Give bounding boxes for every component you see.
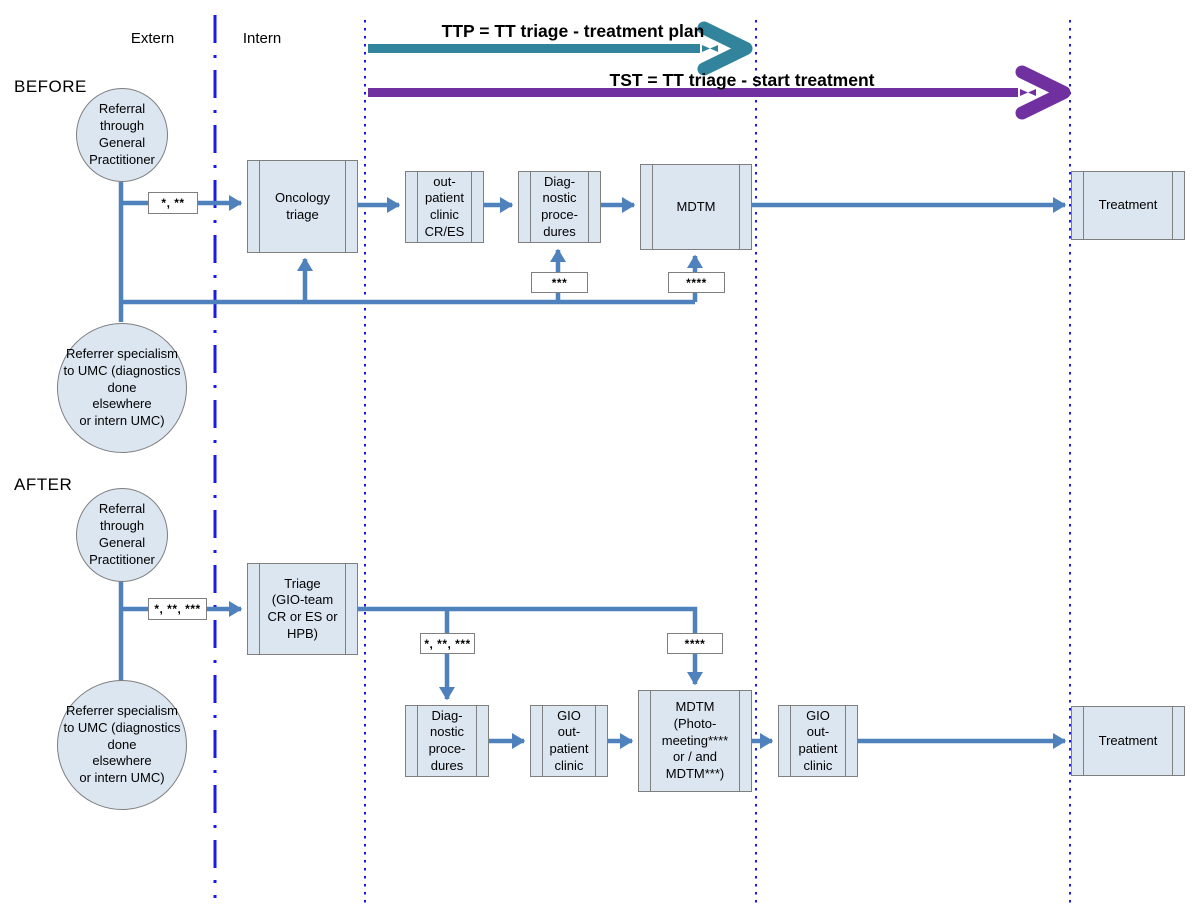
after-mdtm-note-label: **** bbox=[684, 636, 706, 651]
after-step-mdtm: MDTM (Photo- meeting**** or / and MDTM**… bbox=[638, 690, 752, 792]
tst-arrow-cap-icon bbox=[1020, 89, 1036, 96]
after-step-gio-outpatient-2-label: GIO out- patient clinic bbox=[798, 707, 838, 773]
before-referral-note: *, ** bbox=[148, 192, 198, 214]
after-diagnostics-note: *, **, *** bbox=[420, 633, 475, 654]
before-referral-note-label: *, ** bbox=[161, 196, 185, 210]
after-step-gio-outpatient-1: GIO out- patient clinic bbox=[530, 705, 608, 777]
after-referral-note: *, **, *** bbox=[148, 598, 207, 620]
after-step-gio-outpatient-2: GIO out- patient clinic bbox=[778, 705, 858, 777]
after-referral-gp-circle: Referral through General Practitioner bbox=[76, 488, 168, 582]
before-step-outpatient-clinic-label: out- patient clinic CR/ES bbox=[424, 173, 465, 239]
before-step-outpatient-clinic: out- patient clinic CR/ES bbox=[405, 171, 484, 243]
after-triage-to-mdtm-arrow bbox=[358, 606, 704, 686]
after-mdtm-note: **** bbox=[667, 633, 723, 654]
after-step-treatment: Treatment bbox=[1071, 706, 1185, 776]
before-referrer-specialism-label: Referrer specialism to UMC (diagnostics … bbox=[63, 345, 181, 429]
before-section-title: BEFORE bbox=[14, 77, 87, 96]
tst-timeline-title: TST = TT triage - start treatment bbox=[609, 70, 875, 90]
before-diagnostics-note-label: *** bbox=[551, 275, 568, 290]
after-step-mdtm-label: MDTM (Photo- meeting**** or / and MDTM**… bbox=[661, 699, 729, 781]
after-step-treatment-label: Treatment bbox=[1098, 732, 1158, 748]
after-step-diagnostic-procedures: Diag- nostic proce- dures bbox=[405, 705, 489, 777]
before-step-mdtm: MDTM bbox=[640, 164, 752, 250]
before-step-mdtm-label: MDTM bbox=[676, 198, 716, 214]
before-mdtm-note: **** bbox=[668, 272, 725, 293]
ttp-arrow-cap-icon bbox=[702, 45, 718, 52]
after-connectors bbox=[118, 580, 1067, 750]
before-mdtm-note-label: **** bbox=[686, 275, 707, 290]
before-referrer-specialism-circle: Referrer specialism to UMC (diagnostics … bbox=[57, 323, 187, 453]
after-diagnostics-note-label: *, **, *** bbox=[424, 636, 471, 651]
after-section-title: AFTER bbox=[14, 475, 73, 494]
after-referrer-specialism-label: Referrer specialism to UMC (diagnostics … bbox=[63, 702, 181, 786]
before-referral-gp-label: Referral through General Practitioner bbox=[89, 101, 155, 167]
before-step-oncology-triage-label: Oncology triage bbox=[275, 189, 330, 222]
after-referral-gp-label: Referral through General Practitioner bbox=[89, 501, 155, 567]
after-referrer-specialism-circle: Referrer specialism to UMC (diagnostics … bbox=[57, 680, 187, 810]
before-step-oncology-triage: Oncology triage bbox=[247, 160, 358, 253]
ttp-timeline-arrow bbox=[368, 21, 753, 76]
before-step-diagnostic-procedures: Diag- nostic proce- dures bbox=[518, 171, 601, 243]
before-referral-gp-circle: Referral through General Practitioner bbox=[76, 88, 168, 182]
lane-label-extern: Extern bbox=[130, 29, 175, 47]
before-step-treatment-label: Treatment bbox=[1098, 197, 1158, 213]
before-step-diagnostic-procedures-label: Diag- nostic proce- dures bbox=[541, 173, 578, 239]
ttp-timeline-title: TTP = TT triage - treatment plan bbox=[441, 21, 705, 41]
after-step-diagnostic-procedures-label: Diag- nostic proce- dures bbox=[428, 707, 466, 773]
after-step-gio-outpatient-1-label: GIO out- patient clinic bbox=[549, 707, 589, 773]
before-connectors bbox=[118, 182, 1067, 322]
after-referral-note-label: *, **, *** bbox=[154, 602, 201, 616]
before-diagnostics-note: *** bbox=[531, 272, 588, 293]
after-step-triage-label: Triage (GIO-team CR or ES or HPB) bbox=[267, 575, 338, 641]
after-step-triage: Triage (GIO-team CR or ES or HPB) bbox=[247, 563, 358, 655]
tst-timeline-arrow bbox=[368, 65, 1071, 120]
lane-label-intern: Intern bbox=[242, 29, 282, 47]
before-step-treatment: Treatment bbox=[1071, 171, 1185, 240]
